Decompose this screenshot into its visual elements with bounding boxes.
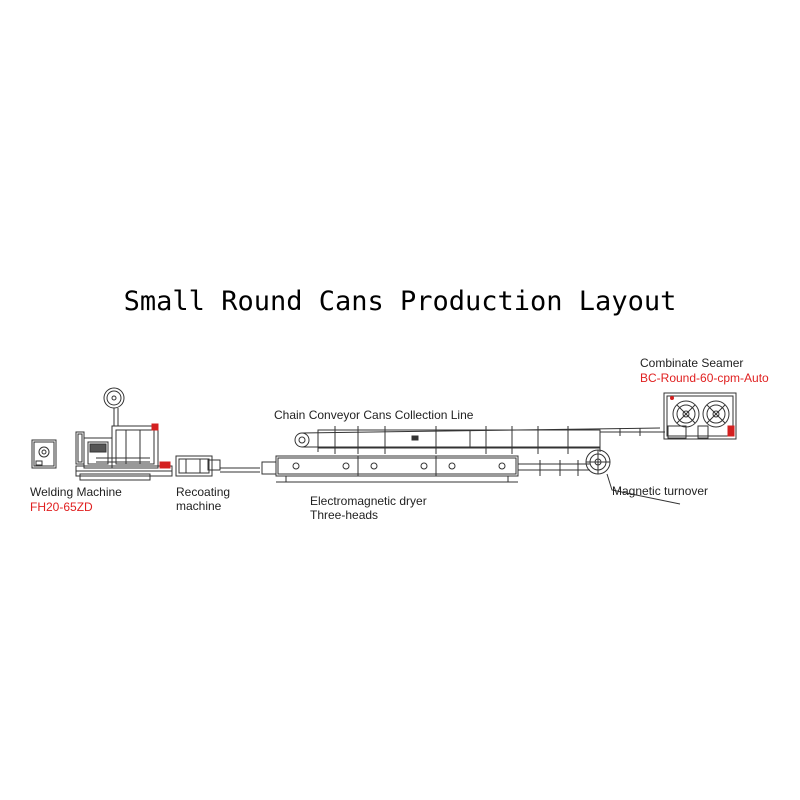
recoating-machine-drawing xyxy=(175,455,260,477)
welding-machine-drawing xyxy=(31,387,173,481)
combinate-seamer-label: Combinate Seamer xyxy=(640,356,744,370)
chain-conveyor-drawing xyxy=(294,426,665,476)
recoating-machine-label-line1: Recoating xyxy=(176,485,231,499)
dryer-drawing xyxy=(261,455,519,483)
magnetic-turnover-label: Magnetic turnover xyxy=(612,484,709,498)
combinate-seamer-model: BC-Round-60-cpm-Auto xyxy=(640,371,769,385)
dryer-label-line2: Three-heads xyxy=(310,508,379,522)
combinate-seamer-drawing xyxy=(663,392,737,440)
welding-machine-label: Welding Machine xyxy=(30,485,122,499)
chain-conveyor-label: Chain Conveyor Cans Collection Line xyxy=(274,408,474,422)
diagram-title: Small Round Cans Production Layout xyxy=(123,286,677,317)
welding-machine-model: FH20-65ZD xyxy=(30,500,93,514)
dryer-label-line1: Electromagnetic dryer xyxy=(310,494,427,508)
recoating-machine-label-line2: machine xyxy=(176,499,222,513)
magnetic-turnover-drawing xyxy=(585,449,681,505)
